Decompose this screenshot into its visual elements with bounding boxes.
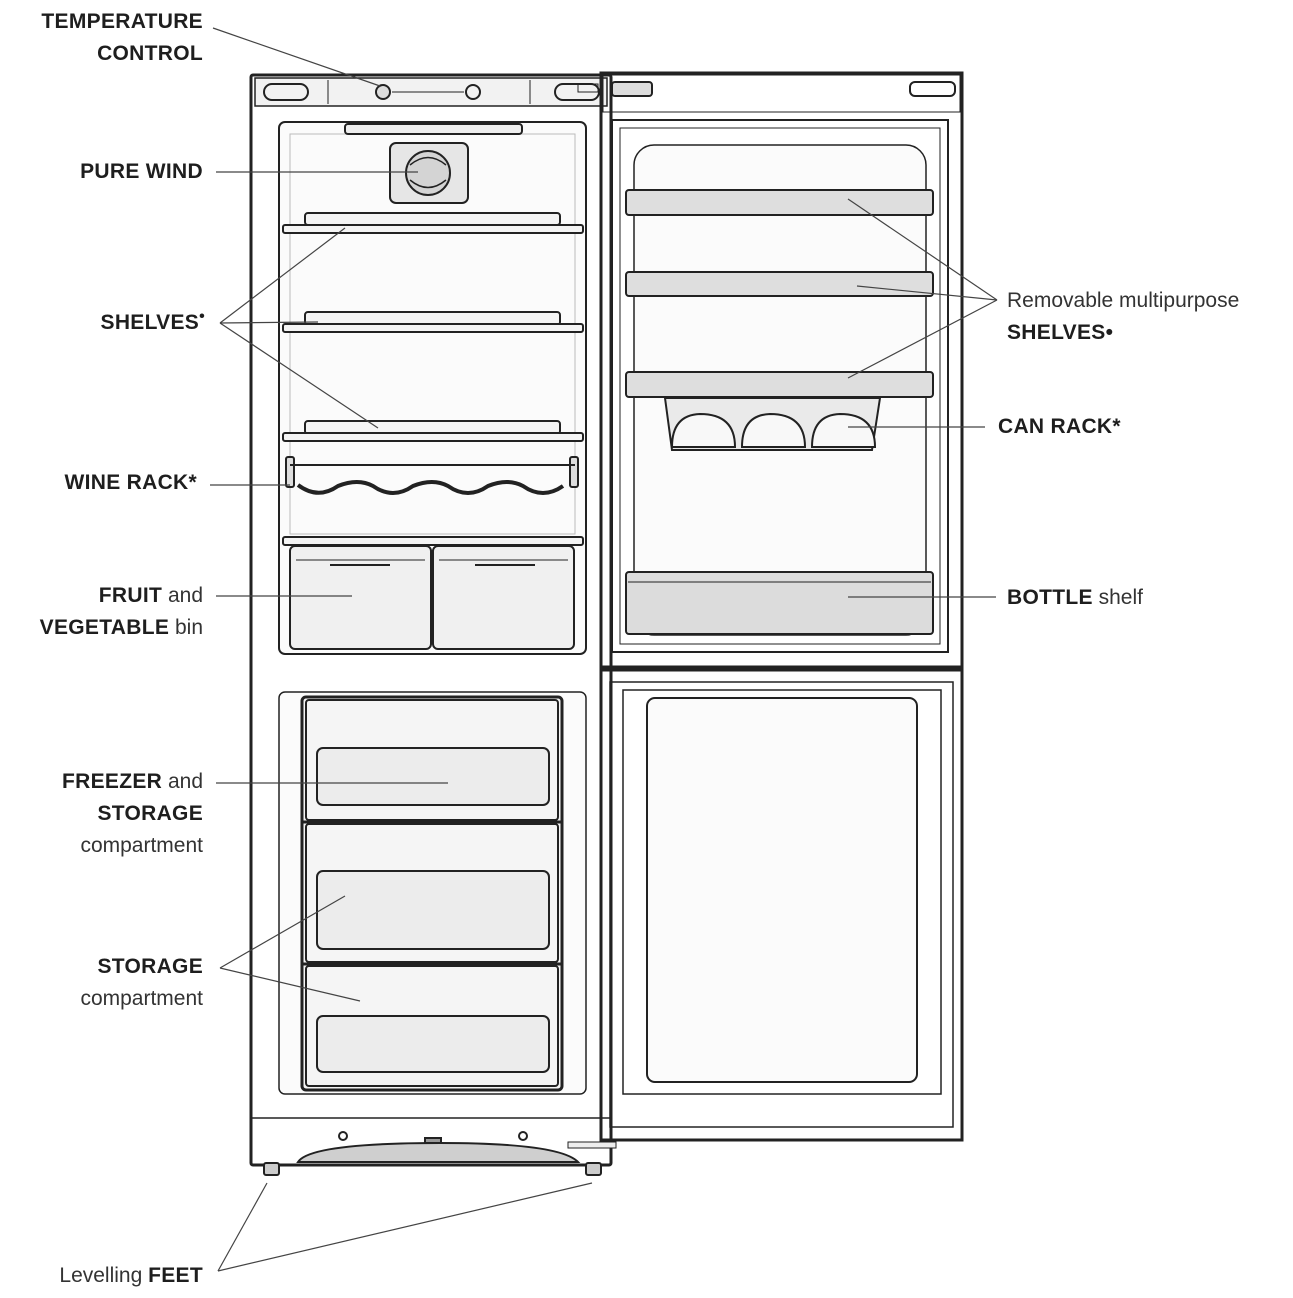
control-panel [254, 77, 608, 107]
temperature-knob [375, 84, 391, 100]
pure-wind-unit [389, 142, 469, 204]
label-shelves: SHELVES• [100, 308, 205, 334]
label-wine-rack: WINE RACK* [64, 471, 197, 494]
cabinet-base [251, 1117, 611, 1163]
freezer-drawers [300, 695, 564, 1092]
label-door-shelves: Removable multipurpose SHELVES• [1007, 289, 1240, 344]
label-bottle-shelf: BOTTLE shelf [1007, 586, 1143, 609]
levelling-feet [263, 1162, 602, 1176]
label-freezer-storage: FREEZER and STORAGE compartment [62, 770, 203, 857]
crisper-bins [289, 545, 575, 650]
label-pure-wind: PURE WIND [80, 160, 203, 183]
label-storage-compartment: STORAGE compartment [80, 955, 203, 1010]
label-fruit-vegetable-bin: FRUIT and VEGETABLE bin [39, 584, 203, 639]
fridge-door [599, 71, 964, 669]
fridge-cavity [278, 121, 587, 655]
bottle-shelf-shape [625, 571, 934, 635]
label-levelling-feet: Levelling FEET [59, 1264, 203, 1287]
door-shelves [625, 189, 934, 398]
label-temperature-control: TEMPERATURE CONTROL [41, 10, 203, 65]
can-rack [663, 397, 882, 451]
fridge-shelves [282, 212, 584, 442]
freezer-door [599, 668, 964, 1142]
leader-lines [210, 27, 998, 1272]
wine-rack [285, 456, 579, 495]
label-can-rack: CAN RACK* [998, 415, 1121, 438]
